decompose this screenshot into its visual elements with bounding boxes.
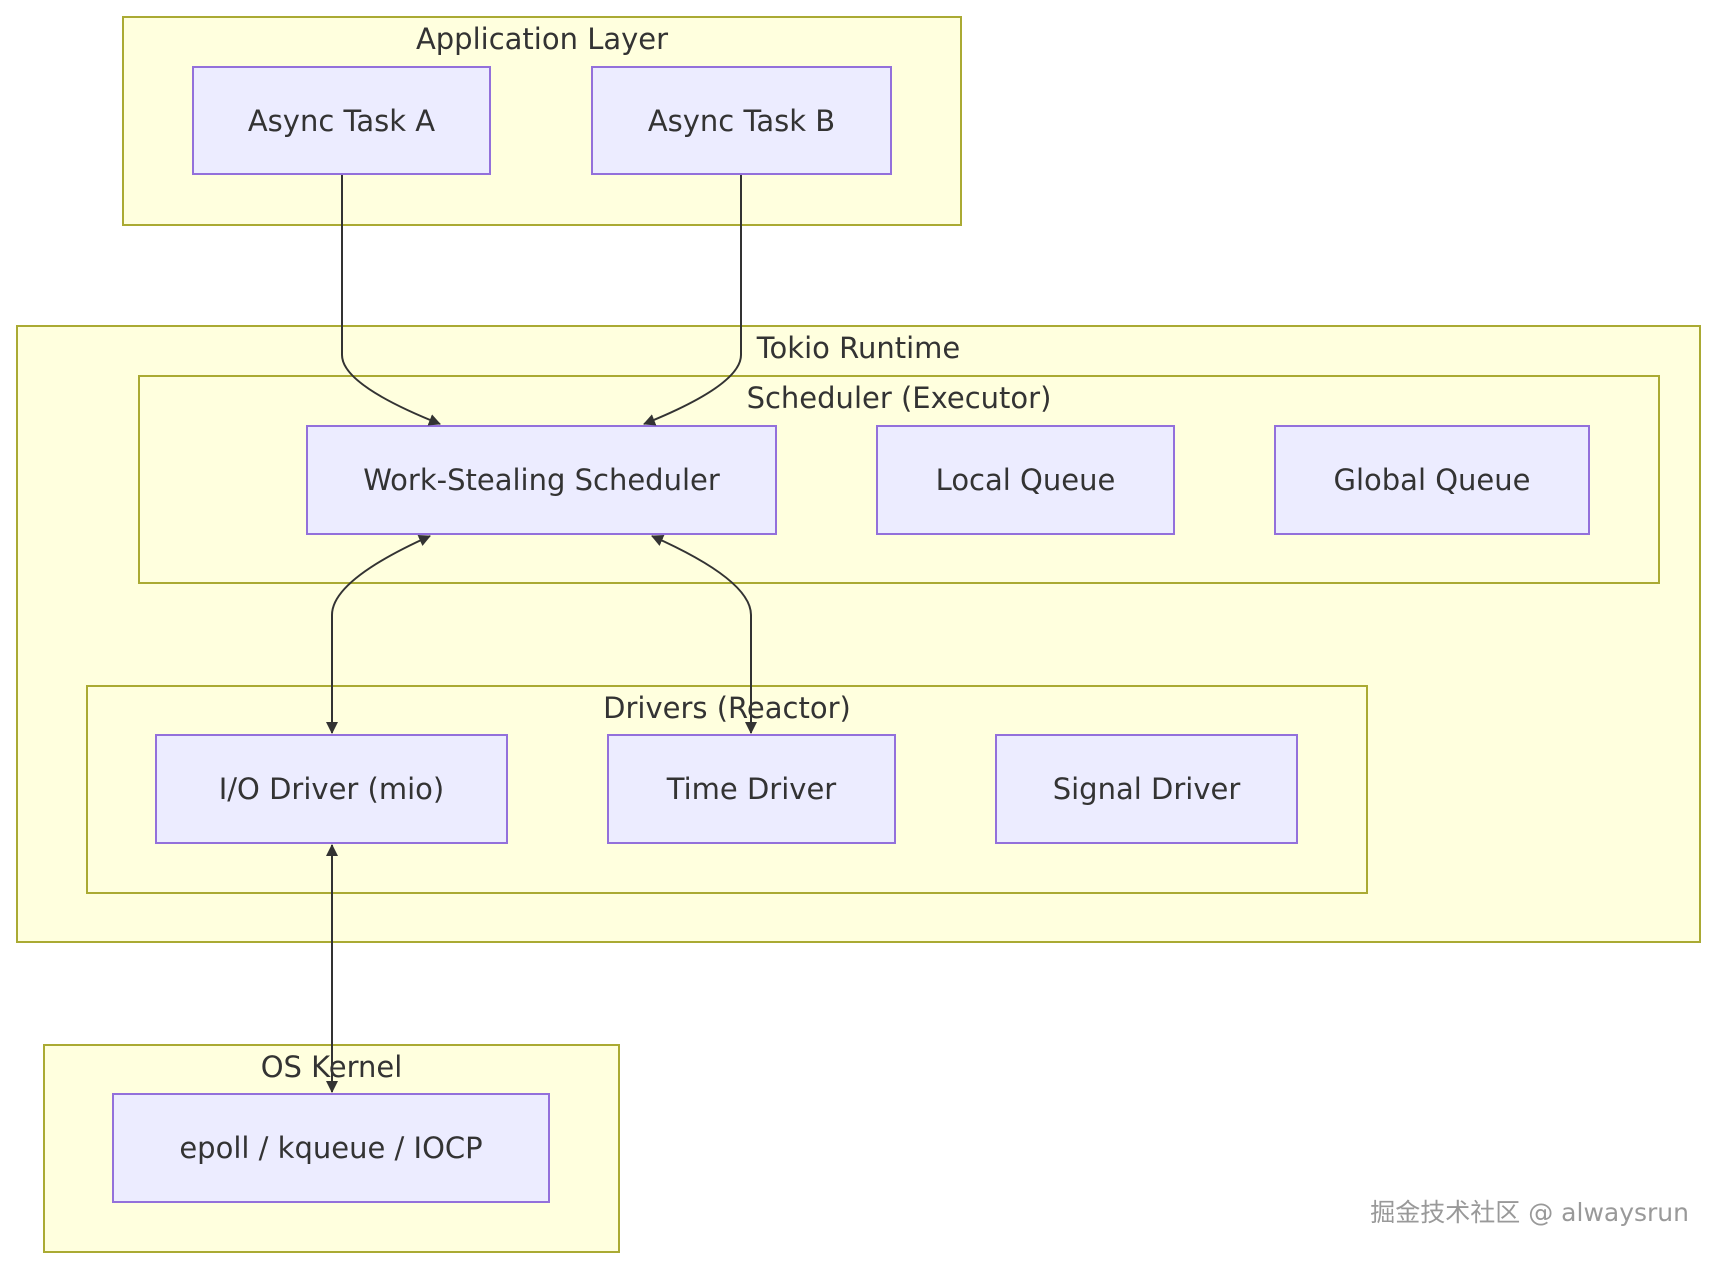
os-kernel-label: OS Kernel <box>260 1050 403 1084</box>
io-driver-node: I/O Driver (mio) <box>155 734 508 844</box>
local-queue-node: Local Queue <box>876 425 1175 535</box>
async-task-a-node: Async Task A <box>192 66 491 175</box>
time-driver-node: Time Driver <box>607 734 896 844</box>
global-queue-node: Global Queue <box>1274 425 1590 535</box>
application-layer-label: Application Layer <box>415 22 669 56</box>
async-task-b-node: Async Task B <box>591 66 892 175</box>
drivers-label: Drivers (Reactor) <box>603 691 851 725</box>
watermark: 掘金技术社区 @ alwaysrun <box>1370 1198 1689 1227</box>
work-stealing-scheduler-node: Work-Stealing Scheduler <box>306 425 777 535</box>
tokio-runtime-label: Tokio Runtime <box>756 331 961 365</box>
scheduler-label: Scheduler (Executor) <box>746 381 1052 415</box>
epoll-kqueue-iocp-node: epoll / kqueue / IOCP <box>112 1093 550 1203</box>
signal-driver-node: Signal Driver <box>995 734 1298 844</box>
